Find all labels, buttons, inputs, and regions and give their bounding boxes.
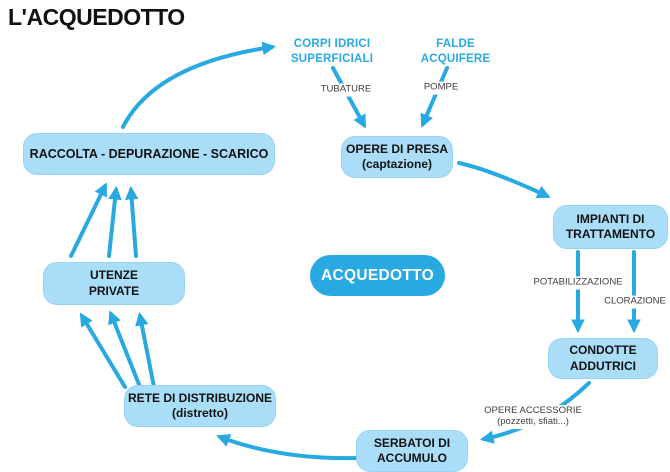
node-condotte-addutrici: CONDOTTE ADDUTRICI	[548, 338, 658, 379]
arrow-raccolta-to-corpi-idrici	[121, 41, 277, 129]
source-label-line: SUPERFICIALI	[290, 52, 374, 65]
arrow-utenze-to-raccolta-3	[124, 185, 139, 258]
node-impianti-di-trattamento: IMPIANTI DI TRATTAMENTO	[553, 205, 668, 249]
node-label: RACCOLTA - DEPURAZIONE - SCARICO	[29, 147, 269, 161]
source-label-line: ACQUIFERE	[420, 52, 491, 65]
node-label: IMPIANTI DI	[576, 211, 645, 226]
arrow-utenze-to-raccolta-1	[69, 182, 107, 258]
edge-label-clorazione: CLORAZIONE	[601, 295, 669, 309]
edge-label-line: (pozzetti, sfiati...)	[497, 416, 569, 427]
edge-label-line: OPERE ACCESSORIE	[484, 405, 582, 417]
node-serbatoi-di-accumulo: SERBATOI DI ACCUMULO	[356, 430, 468, 472]
node-label: PRIVATE	[88, 283, 140, 298]
arrow-corpi-to-opere-presa	[331, 66, 366, 129]
node-raccolta-depurazione-scarico: RACCOLTA - DEPURAZIONE - SCARICO	[23, 133, 275, 175]
node-rete-di-distribuzione: RETE DI DISTRIBUZIONE (distretto)	[124, 385, 276, 427]
page-title: L'ACQUEDOTTO	[8, 4, 185, 30]
arrow-rete-to-utenze-3	[135, 311, 156, 389]
arrow-rete-to-utenze-2	[108, 310, 142, 389]
node-label: CONDOTTE	[569, 343, 637, 358]
node-acquedotto-center: ACQUEDOTTO	[310, 255, 445, 296]
node-label: SERBATOI DI	[373, 435, 451, 450]
node-label: TRATTAMENTO	[565, 227, 656, 241]
arrow-utenze-to-raccolta-2	[107, 185, 122, 258]
node-label: OPERE DI PRESA	[345, 141, 449, 156]
node-utenze-private: UTENZE PRIVATE	[43, 262, 185, 305]
node-opere-di-presa: OPERE DI PRESA (captazione)	[341, 136, 453, 178]
edge-label-opere-accessorie: OPERE ACCESSORIE (pozzetti, sfiati...)	[481, 405, 585, 429]
arrow-serbatoi-to-rete	[216, 433, 360, 461]
node-label: UTENZE	[90, 268, 138, 283]
center-label: ACQUEDOTTO	[321, 266, 434, 284]
source-label-line: FALDE	[436, 38, 475, 50]
source-label-corpi-idrici: CORPI IDRICI SUPERFICIALI	[282, 37, 382, 67]
node-label: (captazione)	[361, 157, 432, 171]
edge-label-tubature: TUBATURE	[317, 83, 375, 97]
edge-label-potabilizzazione: POTABILIZZAZIONE	[530, 276, 626, 290]
edge-label-pompe: POMPE	[420, 81, 462, 95]
arrow-opere-presa-to-impianti	[457, 161, 551, 199]
node-label: ACCUMULO	[377, 451, 447, 465]
arrow-falde-to-opere-presa	[420, 66, 449, 128]
node-label: (distretto)	[172, 406, 228, 420]
node-label: ADDUTRICI	[570, 358, 636, 373]
arrow-rete-to-utenze-1	[79, 312, 127, 389]
node-label: RETE DI DISTRIBUZIONE	[127, 390, 272, 405]
source-label-line: CORPI IDRICI	[293, 38, 371, 50]
source-label-falde-acquifere: FALDE ACQUIFERE	[408, 37, 503, 67]
